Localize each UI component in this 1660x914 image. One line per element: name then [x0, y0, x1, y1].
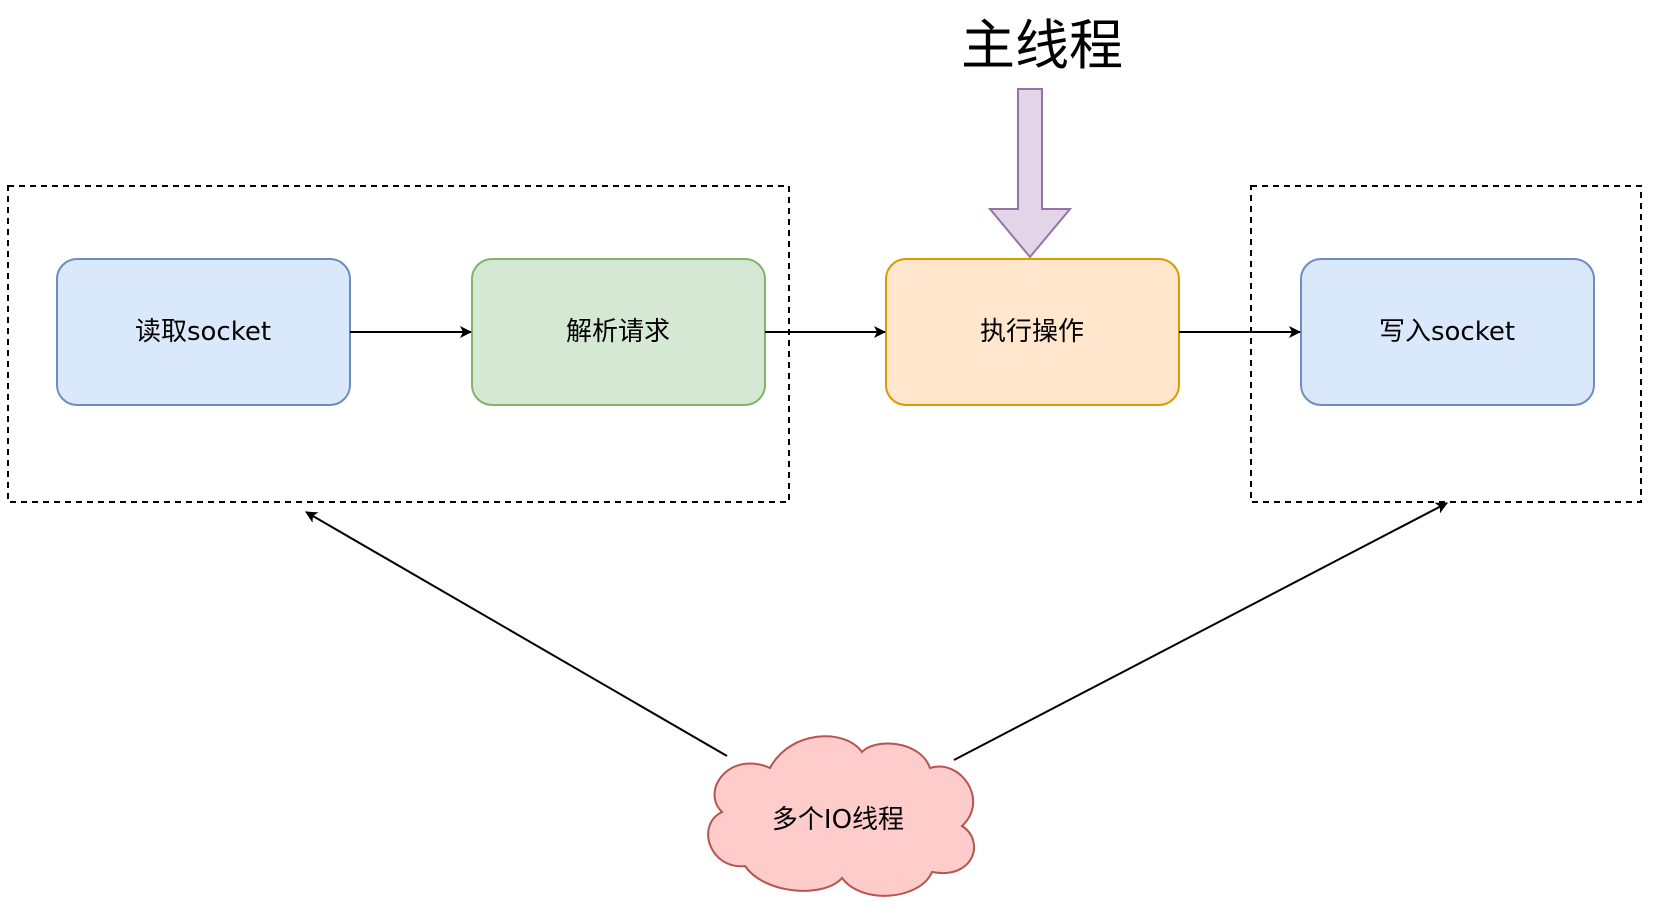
read-parse-group	[7, 185, 790, 503]
write-group	[1250, 185, 1642, 503]
write-socket-label: 写入socket	[1379, 317, 1515, 347]
main-thread-title: 主线程	[961, 14, 1123, 77]
execute-label: 执行操作	[980, 317, 1084, 347]
parse-request-label: 解析请求	[566, 317, 670, 347]
edge-io-to-write-group	[953, 502, 1448, 761]
io-threads-label: 多个IO线程	[772, 805, 904, 835]
parse-request-node: 解析请求	[471, 258, 766, 406]
io-threads-cloud: 多个IO线程	[707, 735, 975, 897]
main-thread-arrow	[987, 88, 1073, 259]
edge-io-to-read-group	[305, 511, 728, 757]
write-socket-node: 写入socket	[1300, 258, 1595, 406]
read-socket-node: 读取socket	[56, 258, 351, 406]
read-socket-label: 读取socket	[135, 317, 271, 347]
execute-node: 执行操作	[885, 258, 1180, 406]
